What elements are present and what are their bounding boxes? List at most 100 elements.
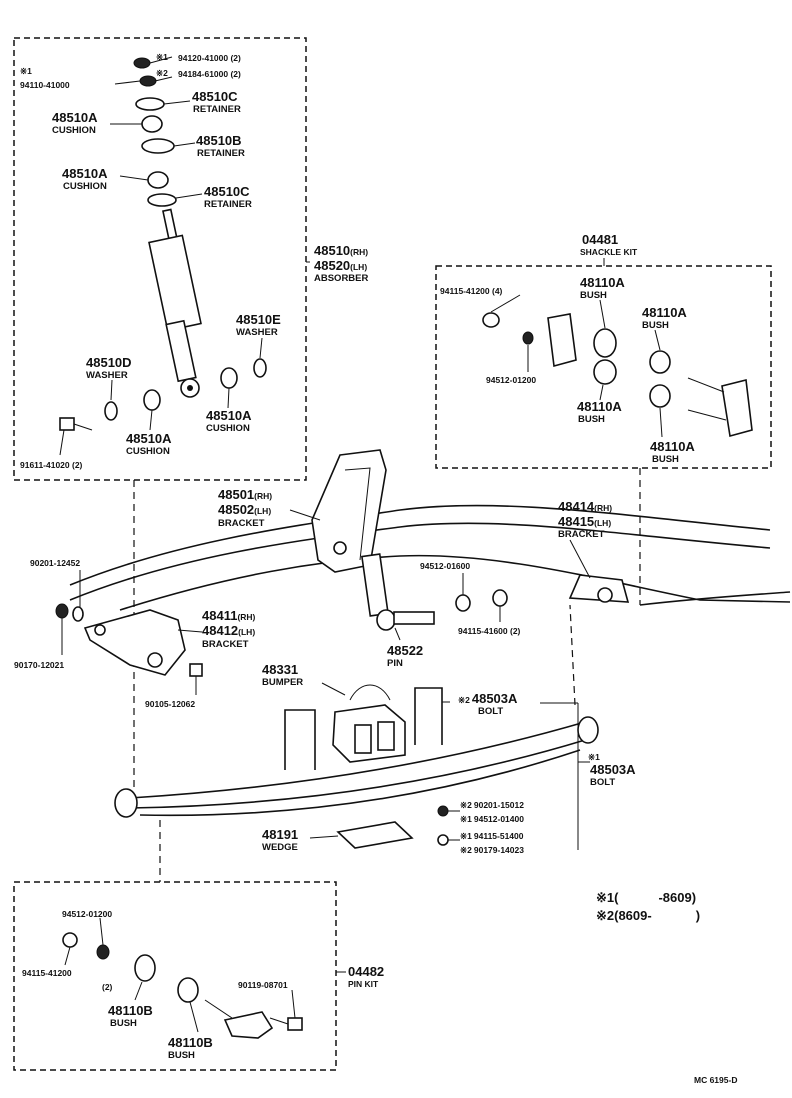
- spring-eye-front: [114, 788, 138, 818]
- ubolt1-pn: 48503A: [590, 762, 636, 777]
- spring-eye-rear: [577, 716, 599, 744]
- washer-d-pn: 48510D: [86, 355, 132, 370]
- absorber-name: ABSORBER: [314, 273, 369, 284]
- washer-e-pn: 48510E: [236, 312, 281, 327]
- bracket-left-lh-pn: 48412(LH): [202, 623, 255, 638]
- pin-kit-washer-pn: 94512-01200: [62, 909, 112, 919]
- ubolt2-name: BOLT: [478, 706, 503, 717]
- left-nut-pn: 90201-12452: [30, 558, 80, 568]
- shackle-kit-frame: [435, 265, 772, 469]
- nut-n1-icon: [437, 805, 449, 817]
- bumper-name: BUMPER: [262, 677, 303, 688]
- shock-absorber-icon: [148, 208, 202, 398]
- lower-bolt-pn: 90105-12062: [145, 699, 195, 709]
- shackle-leader-line-2: [569, 604, 576, 706]
- shackle-kit-pn: 04481: [582, 232, 618, 247]
- cushion-mid-name: CUSHION: [63, 181, 107, 192]
- shackle-kit-name: SHACKLE KIT: [580, 247, 638, 257]
- pin-kit-frame: [13, 881, 337, 1071]
- cushion-top-name: CUSHION: [52, 125, 96, 136]
- absorber-note-a-pn: 94120-41000 (2): [178, 53, 241, 63]
- pin-kit-nut-qty: (2): [102, 982, 113, 992]
- retainer-low-pn: 48510C: [204, 184, 250, 199]
- bracket-left-rh-pn: 48411(RH): [202, 608, 256, 623]
- shackle-plate-outer-icon: [687, 377, 753, 438]
- pin-kit: [62, 932, 303, 1039]
- shackle-nut-pn: 94115-41200 (4): [440, 286, 503, 296]
- cushion-side-pn: 48510A: [206, 408, 252, 423]
- u-bolt-right-icon: [414, 687, 443, 745]
- note-mark-2: ※2: [156, 68, 168, 78]
- wedge-pn: 48191: [262, 827, 298, 842]
- shackle-bush2-name: BUSH: [642, 320, 669, 331]
- footnote-1: ※1(-8609): [596, 890, 696, 905]
- left-bolt-pn: 90170-12021: [14, 660, 64, 670]
- absorber-note-b-pn: 94184-61000 (2): [178, 69, 241, 79]
- pin-kit-washer-icon: [96, 944, 110, 960]
- nut-icon: [139, 75, 157, 87]
- absorber-nut-pn: 94110-41000: [20, 80, 70, 90]
- pin-washer-icon: [455, 594, 471, 612]
- cushion-bot-name: CUSHION: [126, 446, 170, 457]
- pin-name: PIN: [387, 658, 403, 669]
- cushion-bot-icon: [143, 389, 161, 411]
- leaf-spring: [114, 716, 599, 818]
- shackle-bush3-name: BUSH: [578, 414, 605, 425]
- nut-n3-icon: [437, 834, 449, 846]
- left-washer-icon: [72, 606, 84, 622]
- left-nut-icon: [55, 603, 69, 619]
- front-pin-icon: [376, 609, 435, 631]
- front-hanger-bracket: [311, 449, 387, 573]
- bracket-rear-name: BRACKET: [558, 529, 605, 540]
- shock-lower-mount: [361, 553, 389, 617]
- cushion-mid-icon: [147, 171, 169, 189]
- washer-e-name: WASHER: [236, 327, 278, 338]
- cushion-top-pn: 48510A: [52, 110, 98, 125]
- pin-kit-name: PIN KIT: [348, 979, 379, 989]
- shackle-bush1-pn: 48110A: [580, 275, 625, 290]
- bush4-icon: [649, 384, 671, 408]
- pin-kit-nut-pn: 94115-41200: [22, 968, 72, 978]
- wedge-name: WEDGE: [262, 842, 298, 853]
- shackle-kit: [482, 312, 753, 438]
- retainer-top-name: RETAINER: [193, 104, 241, 115]
- shackle-washer-icon: [522, 331, 534, 345]
- u-bolt-left-icon: [284, 709, 316, 770]
- washer-e-icon: [253, 358, 267, 378]
- retainer-low-name: RETAINER: [204, 199, 252, 210]
- pin-kit-bush1-pn: 48110B: [108, 1003, 153, 1018]
- leader-lines: [59, 56, 663, 1033]
- pin-kit-bush1-icon: [134, 954, 156, 982]
- retainer-top-icon: [135, 97, 165, 111]
- absorber-lh-pn: 48520(LH): [314, 258, 367, 273]
- retainer-mid-pn: 48510B: [196, 133, 242, 148]
- shackle-washer-pn: 94512-01200: [486, 375, 536, 385]
- bracket-rear-rh-pn: 48414(RH): [558, 499, 612, 514]
- cushion-side-name: CUSHION: [206, 423, 250, 434]
- note-mark-3: ※1: [20, 66, 32, 76]
- pin-kit-nut-icon: [62, 932, 78, 948]
- pin-kit-pn: 04482: [348, 964, 384, 979]
- bush2-icon: [593, 359, 617, 385]
- pin-pn: 48522: [387, 643, 423, 658]
- washer-d-icon: [104, 401, 118, 421]
- bush3-icon: [649, 350, 671, 374]
- absorber-bolt-pn: 91611-41020 (2): [20, 460, 83, 470]
- lock-nut-icon: [133, 57, 151, 69]
- left-bracket: [83, 609, 186, 676]
- shackle-nut-icon: [482, 312, 500, 328]
- pin-kit-bush1-name: BUSH: [110, 1018, 137, 1029]
- pin-kit-bolt-icon: [269, 1017, 303, 1031]
- bracket-rear-lh-pn: 48415(LH): [558, 514, 611, 529]
- bumper-pn: 48331: [262, 662, 298, 677]
- retainer-top-pn: 48510C: [192, 89, 238, 104]
- lower-bolt-icon: [189, 663, 203, 690]
- absorber-kit-frame: [13, 37, 307, 481]
- bracket-front-name: BRACKET: [218, 518, 265, 529]
- pin-nut-pn: 94115-41600 (2): [458, 626, 521, 636]
